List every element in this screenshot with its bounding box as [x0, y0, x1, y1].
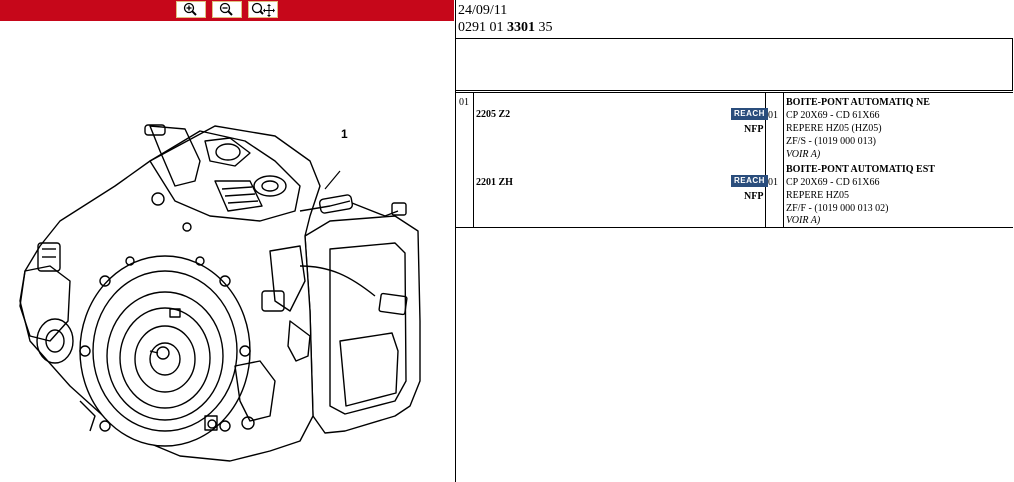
part-detail: ZF/S - (1019 000 013)	[786, 136, 876, 147]
part-detail: ZF/F - (1019 000 013 02)	[786, 203, 889, 214]
zoom-in-button[interactable]	[176, 1, 206, 18]
part-detail: REPERE HZ05	[786, 190, 850, 201]
part-code[interactable]: 2201 ZH	[476, 177, 513, 188]
quantity: 01	[768, 177, 778, 188]
part-detail: REPERE HZ05 (HZ05)	[786, 123, 882, 134]
col-divider	[473, 93, 474, 227]
gearbox-drawing: 1	[19, 124, 421, 462]
zoom-out-button[interactable]	[212, 1, 242, 18]
part-description: BOITE-PONT AUTOMATIQ NE	[786, 97, 930, 108]
header-box	[456, 38, 1013, 91]
zoom-move-icon	[251, 2, 275, 17]
nfp-label: NFP	[744, 191, 764, 202]
header-date: 24/09/11	[458, 3, 508, 18]
panel-divider	[455, 0, 456, 482]
part-code[interactable]: 2205 Z2	[476, 109, 511, 120]
col-divider	[783, 93, 784, 227]
see-note-link[interactable]: VOIR A)	[786, 149, 821, 160]
reach-badge: REACH	[731, 108, 768, 120]
zoom-toolbar	[0, 0, 454, 21]
part-detail: CP 20X69 - CD 61X66	[786, 177, 880, 188]
illustration-panel: 1	[0, 0, 455, 482]
position-number: 01	[459, 97, 469, 108]
quantity: 01	[768, 110, 778, 121]
zoom-pan-button[interactable]	[248, 1, 278, 18]
part-detail: CP 20X69 - CD 61X66	[786, 110, 880, 121]
zoom-in-icon	[183, 2, 197, 16]
col-divider	[765, 93, 766, 227]
callout-label: 1	[341, 127, 348, 141]
parts-panel: 24/09/11 0291 01 3301 35 01 2205 Z2 REAC…	[456, 0, 1014, 482]
part-description: BOITE-PONT AUTOMATIQ EST	[786, 164, 935, 175]
nfp-label: NFP	[744, 124, 764, 135]
ref-prefix: 0291 01	[458, 20, 507, 35]
header-reference: 0291 01 3301 35	[458, 20, 553, 36]
ref-number: 3301	[507, 20, 535, 35]
see-note-link[interactable]: VOIR A)	[786, 215, 821, 226]
zoom-out-icon	[219, 2, 233, 16]
parts-table: 01 2205 Z2 REACH NFP 01 BOITE-PONT AUTOM…	[456, 92, 1013, 228]
reach-badge: REACH	[731, 175, 768, 187]
ref-suffix: 35	[535, 20, 553, 35]
